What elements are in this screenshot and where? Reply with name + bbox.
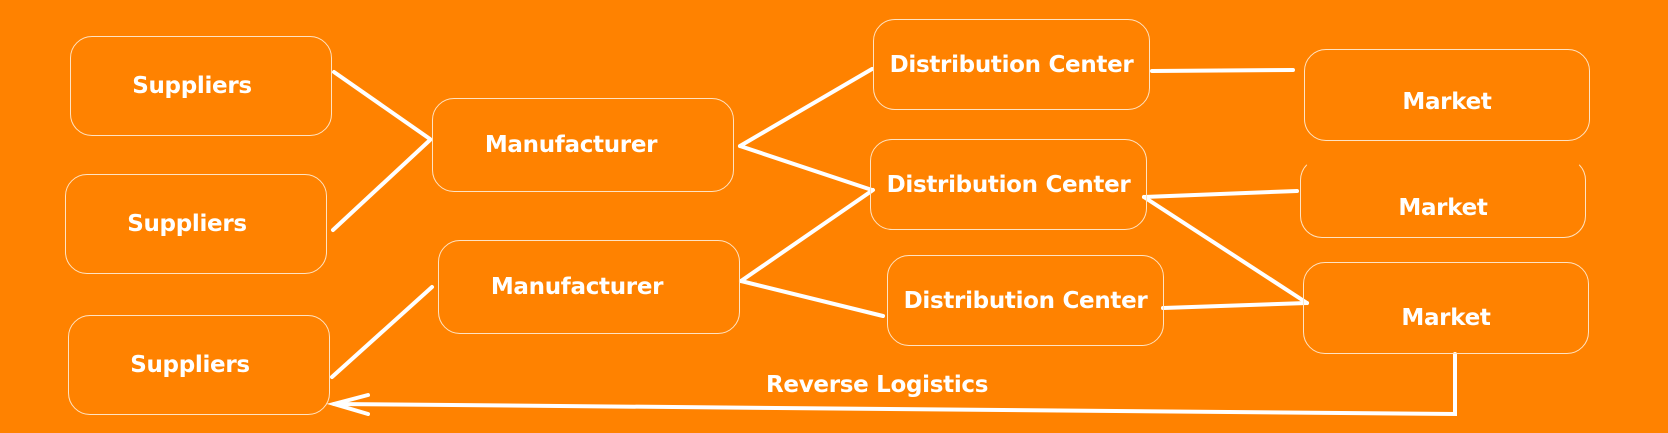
distribution-center-node: Distribution Center	[873, 19, 1150, 110]
node-label: Market	[1401, 305, 1491, 331]
market-node: Market	[1304, 49, 1590, 141]
reverse-logistics-arrowhead	[326, 393, 370, 416]
node-label: Manufacturer	[490, 274, 664, 300]
node-label: Distribution Center	[889, 51, 1134, 78]
edge-d1-k1	[1150, 68, 1295, 73]
node-label: Suppliers	[127, 211, 247, 237]
market-node: Market	[1300, 158, 1586, 238]
reverse-logistics-line	[332, 352, 1457, 417]
node-label: Distribution Center	[903, 287, 1148, 314]
edge-s3-m2	[330, 285, 434, 379]
supplier-node: Suppliers	[68, 315, 330, 415]
node-label: Suppliers	[132, 73, 252, 99]
node-label: Manufacturer	[484, 132, 658, 158]
edge-d2-k2	[1142, 189, 1299, 199]
market-node: Market	[1303, 262, 1589, 354]
edge-s2-m1	[331, 138, 432, 232]
edge-m2-d3	[739, 279, 885, 318]
manufacturer-node: Manufacturer	[438, 240, 740, 334]
edge-s1-m1	[332, 70, 432, 141]
edge-m1-d1	[738, 67, 874, 148]
edge-d2-k3	[1142, 195, 1309, 305]
supplier-node: Suppliers	[70, 36, 332, 136]
reverse-logistics-label: Reverse Logistics	[766, 372, 989, 398]
node-label: Market	[1398, 195, 1488, 221]
edge-d3-k3	[1161, 301, 1309, 310]
distribution-center-node: Distribution Center	[887, 255, 1164, 346]
manufacturer-node: Manufacturer	[432, 98, 734, 192]
distribution-center-node: Distribution Center	[870, 139, 1147, 230]
node-label: Suppliers	[130, 352, 250, 378]
edge-m1-d2	[738, 144, 874, 192]
node-label: Distribution Center	[886, 171, 1131, 198]
node-label: Market	[1402, 89, 1492, 115]
supplier-node: Suppliers	[65, 174, 327, 274]
edge-m2-d2	[739, 188, 875, 283]
